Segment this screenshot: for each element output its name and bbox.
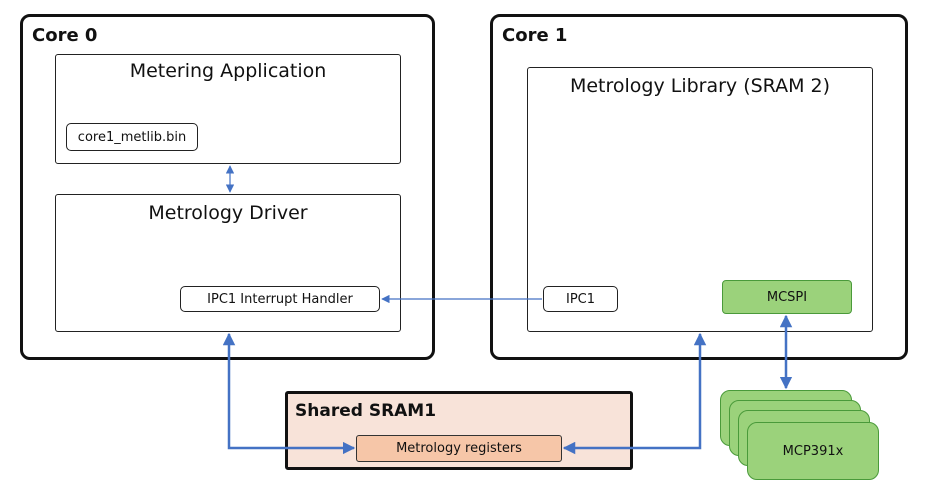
metrology-library-title: Metrology Library (SRAM 2) bbox=[569, 75, 831, 97]
ipc1-interrupt-handler: IPC1 Interrupt Handler bbox=[180, 286, 380, 312]
core1-metlib-file: core1_metlib.bin bbox=[66, 123, 198, 151]
mcspi-box: MCSPI bbox=[722, 280, 852, 314]
library-registers-connector bbox=[562, 332, 707, 455]
mcp391x-chip: MCP391x bbox=[747, 422, 879, 480]
metrology-driver-title: Metrology Driver bbox=[148, 202, 308, 224]
core1-title: Core 1 bbox=[502, 25, 568, 46]
core0-title: Core 0 bbox=[32, 25, 98, 46]
metrology-registers-box: Metrology registers bbox=[356, 435, 562, 462]
driver-registers-connector bbox=[222, 332, 356, 455]
ipc1-box: IPC1 bbox=[543, 286, 618, 312]
mcp391x-label: MCP391x bbox=[782, 443, 844, 459]
metering-application-title: Metering Application bbox=[129, 60, 327, 82]
